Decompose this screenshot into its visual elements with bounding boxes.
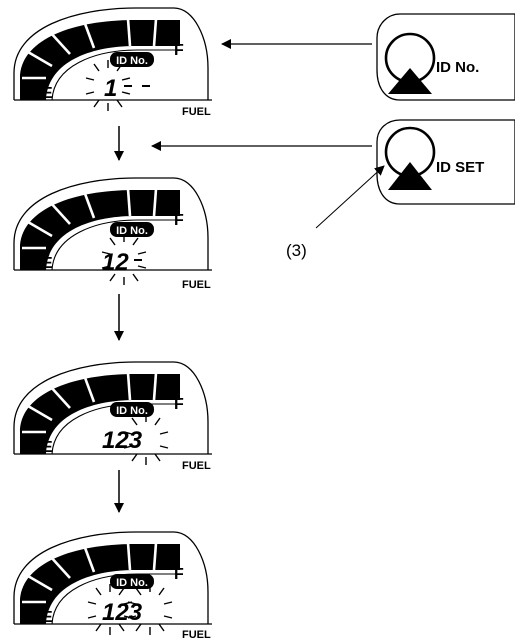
- gauge-f-label: F: [174, 396, 184, 413]
- fuel-gauge-1: E F FUEL ID No. 1: [12, 6, 214, 118]
- gauge-f-label: F: [174, 212, 184, 229]
- callout-label: (3): [286, 241, 307, 260]
- callout-leader-line: [315, 165, 385, 229]
- gauge-fuel-label: FUEL: [182, 279, 211, 291]
- gauge-e-label: E: [42, 255, 53, 272]
- id-digits: 123: [102, 599, 143, 626]
- id-digits: 12: [102, 249, 129, 276]
- id-no-button-label: ID No.: [436, 59, 479, 76]
- id-badge: [110, 222, 154, 237]
- gauge-fuel-label: FUEL: [182, 460, 211, 472]
- fuel-gauge-4: E F FUEL ID No. 123: [12, 530, 214, 641]
- id-set-button[interactable]: ID SET: [376, 119, 515, 205]
- id-set-button-label: ID SET: [436, 159, 484, 176]
- id-badge-label: ID No.: [116, 577, 148, 589]
- id-no-button[interactable]: ID No.: [376, 13, 515, 101]
- gauge-fuel-label: FUEL: [182, 629, 211, 641]
- id-badge: [110, 574, 154, 589]
- id-badge-label: ID No.: [116, 55, 148, 67]
- id-digits: 1: [104, 75, 117, 102]
- fuel-gauge-2: E F FUEL ID No. 12: [12, 176, 214, 291]
- fuel-gauge-3: E F FUEL ID No. 123: [12, 360, 214, 472]
- id-badge: [110, 52, 154, 67]
- press-arrow-icon: [388, 68, 432, 94]
- gauge-f-label: F: [174, 566, 184, 583]
- id-badge: [110, 402, 154, 417]
- gauge-fuel-label: FUEL: [182, 106, 211, 118]
- id-digits: 123: [102, 427, 143, 454]
- id-badge-label: ID No.: [116, 225, 148, 237]
- gauge-e-label: E: [42, 85, 53, 102]
- id-badge-label: ID No.: [116, 405, 148, 417]
- gauge-e-label: E: [42, 439, 53, 456]
- gauge-e-label: E: [42, 609, 53, 626]
- gauge-f-label: F: [174, 42, 184, 59]
- press-arrow-icon: [388, 162, 432, 190]
